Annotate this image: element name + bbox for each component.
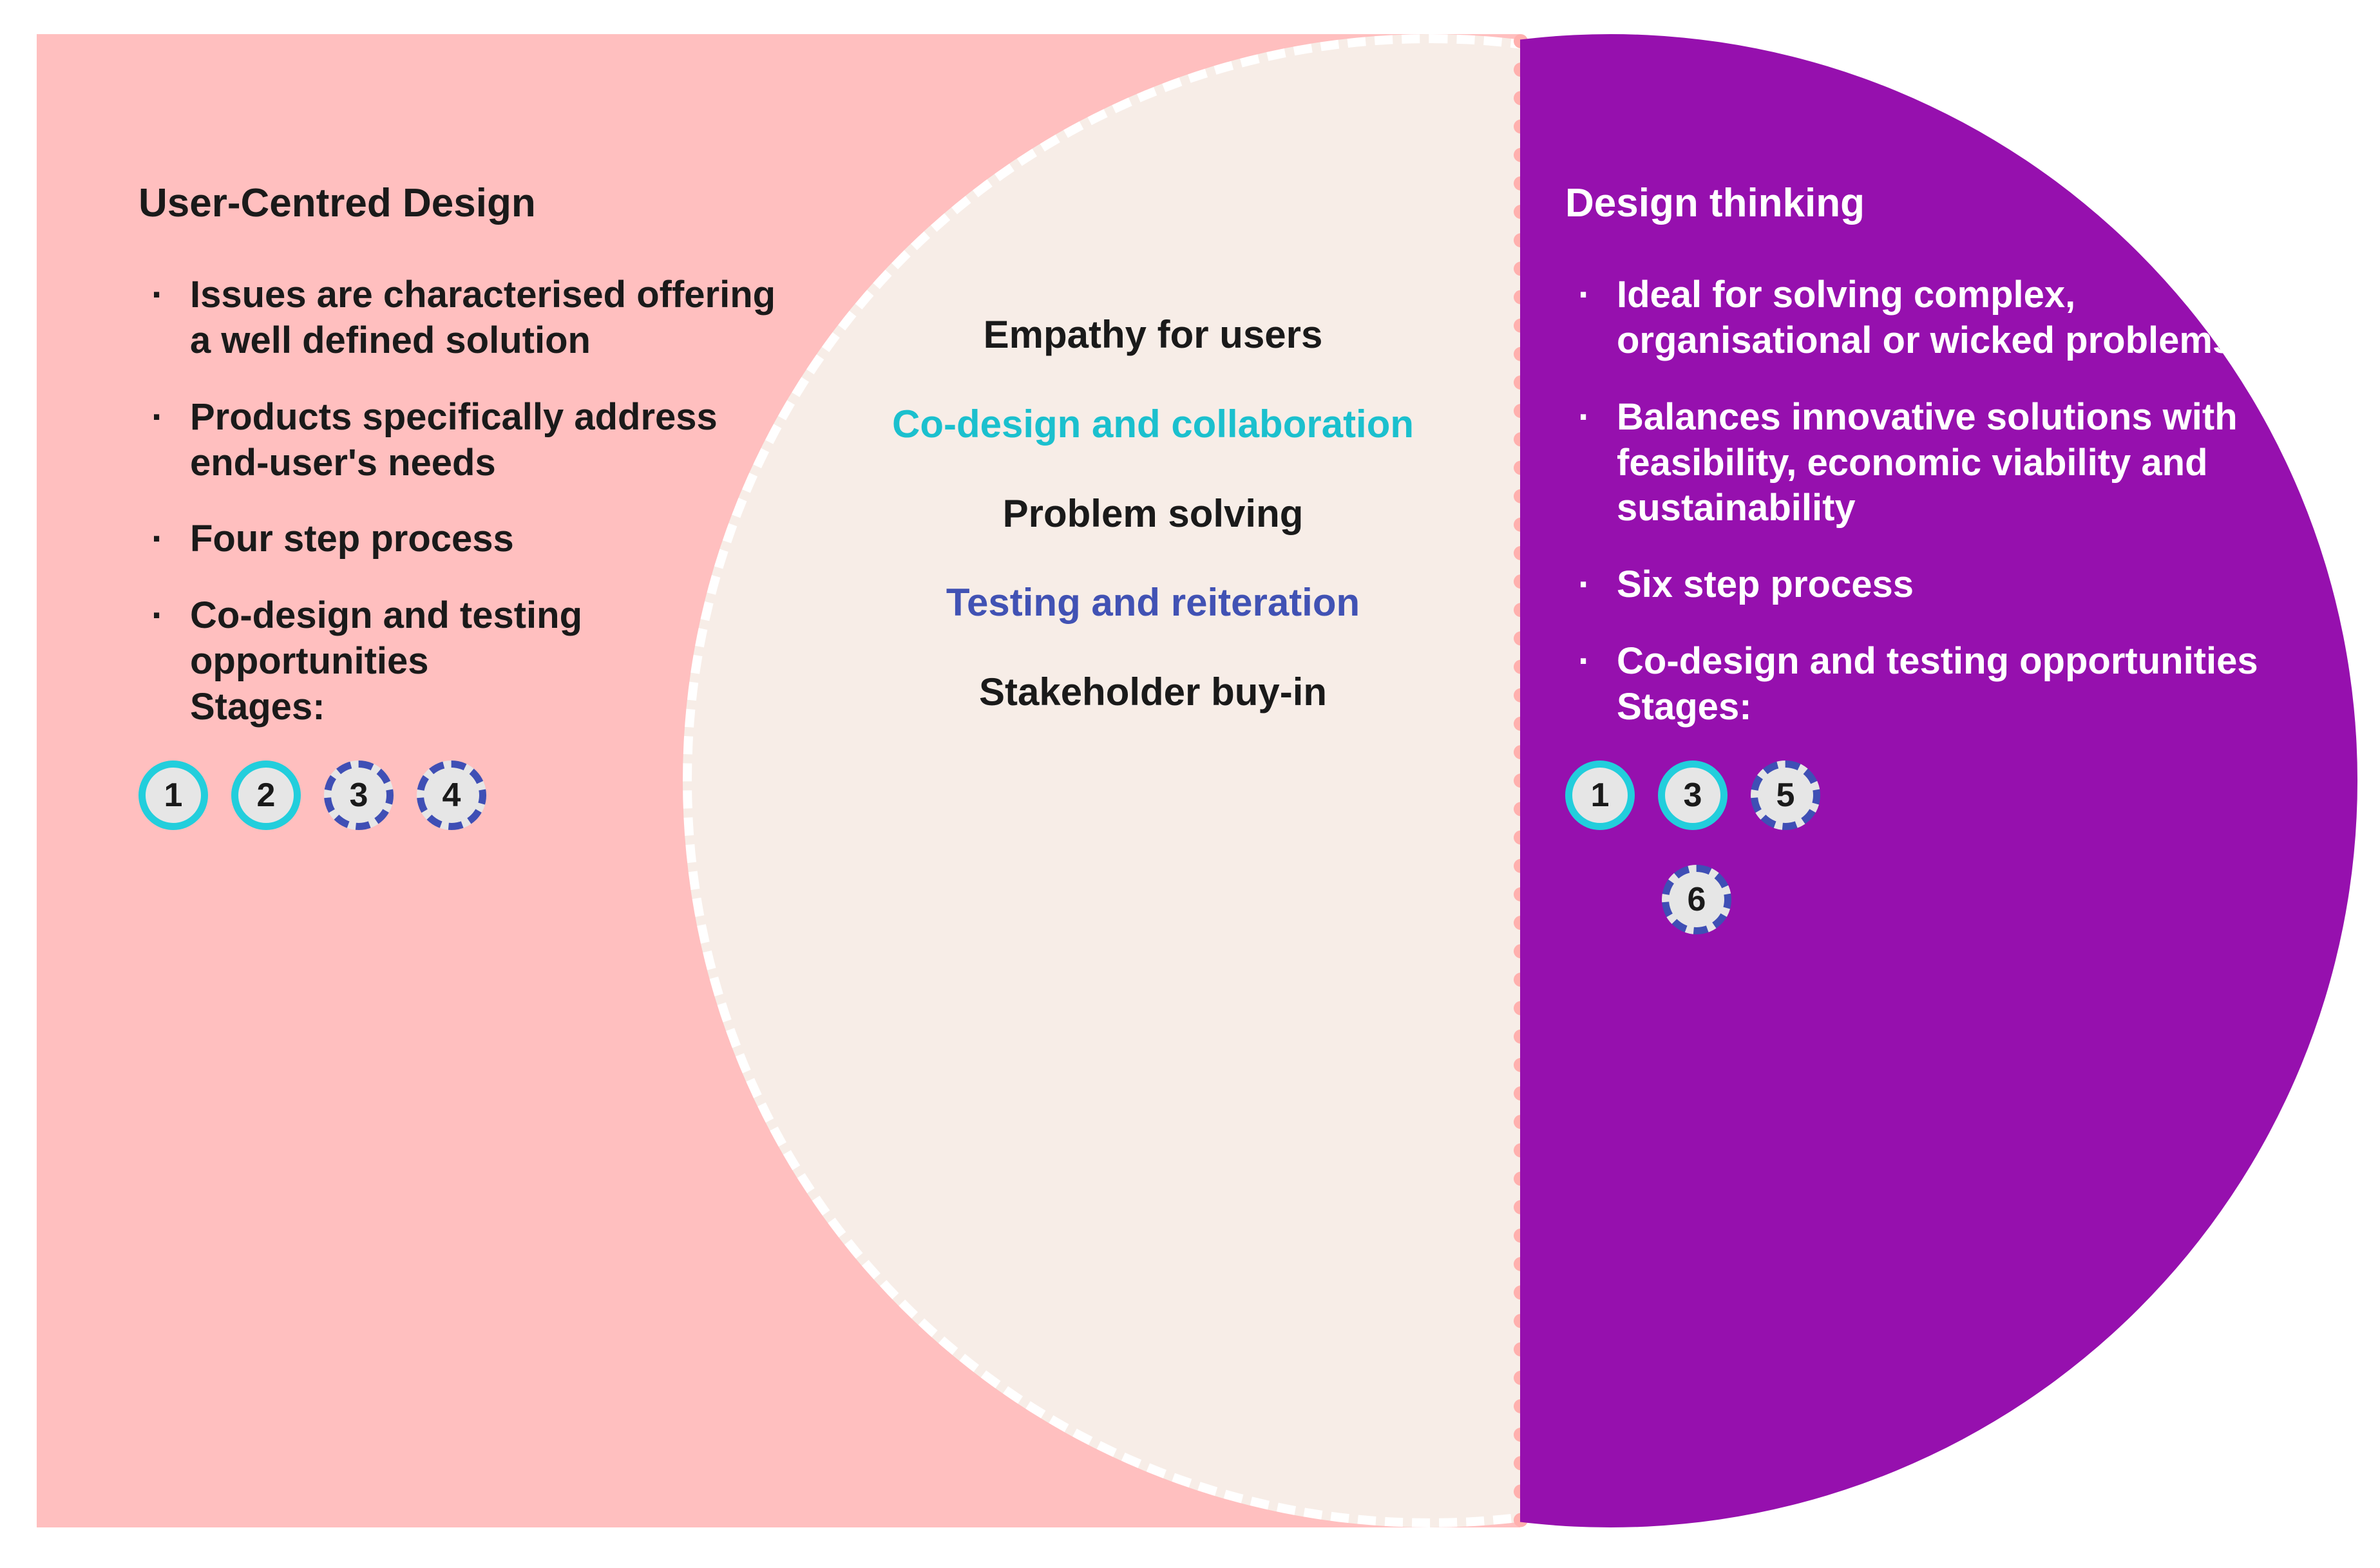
bullet-glyph-icon: · bbox=[1578, 639, 1591, 682]
bullet-glyph-icon: · bbox=[1578, 274, 1591, 316]
stage-badge-3[interactable]: 3 bbox=[1658, 760, 1728, 831]
list-item-text: Six step process bbox=[1617, 563, 1914, 606]
bullet-glyph-icon: · bbox=[151, 274, 164, 316]
right-bullet-list: · Ideal for solving complex, organisatio… bbox=[1565, 272, 2267, 730]
design-thinking-panel-clip bbox=[1520, 34, 2357, 1527]
list-item: · Co-design and testing opportunities St… bbox=[138, 593, 783, 730]
overlap-content-column: Empathy for users Co-design and collabor… bbox=[802, 312, 1504, 759]
list-item-text: Ideal for solving complex, organisationa… bbox=[1617, 274, 2234, 362]
overlap-item-empathy: Empathy for users bbox=[983, 313, 1323, 356]
stage-badge-1[interactable]: 1 bbox=[138, 760, 208, 831]
right-content-column: Design thinking · Ideal for solving comp… bbox=[1565, 180, 2267, 935]
list-item-text: Issues are characterised offering a well… bbox=[190, 274, 776, 362]
stage-badge-4[interactable]: 4 bbox=[417, 760, 486, 831]
list-item-text: Co-design and testing opportunities bbox=[190, 594, 582, 682]
overlap-region-clip bbox=[683, 34, 1520, 1527]
left-stages-label: Stages: bbox=[190, 685, 325, 728]
overlap-item-problem-solving: Problem solving bbox=[1002, 491, 1304, 535]
left-content-column: User-Centred Design · Issues are charact… bbox=[138, 180, 783, 831]
bullet-glyph-icon: · bbox=[151, 594, 164, 637]
left-heading: User-Centred Design bbox=[138, 181, 536, 225]
bullet-glyph-icon: · bbox=[151, 518, 164, 560]
bullet-glyph-icon: · bbox=[1578, 395, 1591, 438]
left-bullet-list: · Issues are characterised offering a we… bbox=[138, 272, 783, 730]
list-item-text: Balances innovative solutions with feasi… bbox=[1617, 395, 2238, 529]
stage-badge-3[interactable]: 3 bbox=[324, 760, 394, 831]
overlap-circle bbox=[683, 34, 1520, 1527]
list-item: · Six step process bbox=[1565, 562, 2267, 608]
list-item: · Issues are characterised offering a we… bbox=[138, 272, 783, 364]
list-item: · Co-design and testing opportunities St… bbox=[1565, 639, 2267, 730]
right-stages-row-1: 1 3 5 bbox=[1565, 760, 2267, 831]
stage-badge-5[interactable]: 5 bbox=[1751, 760, 1820, 831]
stage-badge-2[interactable]: 2 bbox=[231, 760, 301, 831]
overlap-item-testing: Testing and reiteration bbox=[946, 581, 1360, 625]
left-stages-row: 1 2 3 4 bbox=[138, 760, 783, 831]
right-stages-row-2: 6 bbox=[1565, 847, 2267, 935]
overlap-item-co-design: Co-design and collaboration bbox=[891, 402, 1414, 446]
list-item: · Products specifically address end-user… bbox=[138, 395, 783, 486]
list-item: · Ideal for solving complex, organisatio… bbox=[1565, 272, 2267, 364]
right-stages-label: Stages: bbox=[1617, 685, 1752, 728]
stage-badge-6[interactable]: 6 bbox=[1662, 865, 1731, 935]
list-item: · Balances innovative solutions with fea… bbox=[1565, 395, 2267, 531]
list-item: · Four step process bbox=[138, 516, 783, 562]
list-item-text: Four step process bbox=[190, 518, 514, 560]
right-heading: Design thinking bbox=[1565, 181, 1865, 225]
list-item-text: Co-design and testing opportunities bbox=[1617, 639, 2258, 682]
bullet-glyph-icon: · bbox=[151, 395, 164, 438]
bullet-glyph-icon: · bbox=[1578, 563, 1591, 606]
overlap-item-stakeholder: Stakeholder buy-in bbox=[978, 670, 1328, 714]
list-item-text: Products specifically address end-user's… bbox=[190, 395, 718, 484]
stage-badge-1[interactable]: 1 bbox=[1565, 760, 1635, 831]
